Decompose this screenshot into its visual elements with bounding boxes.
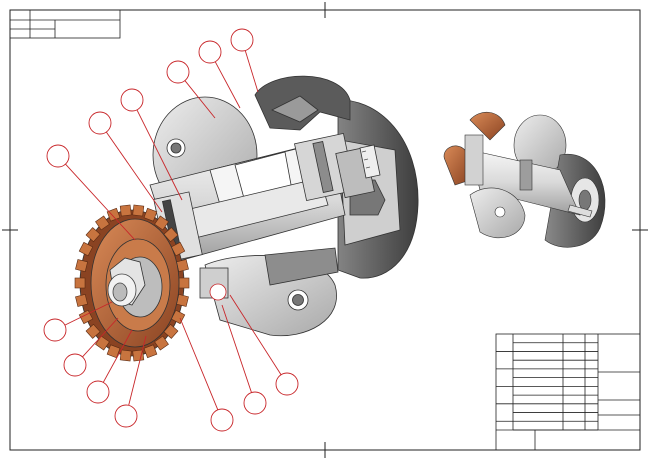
gear-tooth bbox=[154, 215, 169, 231]
balloon bbox=[86, 380, 110, 404]
main-assembly bbox=[74, 75, 419, 362]
corner-table bbox=[9, 9, 121, 39]
gear-tooth bbox=[132, 349, 145, 362]
balloon-leader bbox=[64, 301, 113, 326]
balloon bbox=[198, 40, 222, 64]
balloon-leader bbox=[105, 131, 163, 213]
balloon bbox=[120, 88, 144, 112]
thumb-gear-top bbox=[469, 112, 506, 141]
balloon-leader bbox=[184, 80, 216, 119]
balloon-leader bbox=[229, 294, 282, 375]
gear-tooth bbox=[106, 344, 121, 359]
balloon-leader bbox=[102, 329, 133, 383]
balloon bbox=[243, 391, 267, 415]
gear-teeth bbox=[74, 204, 190, 362]
balloon bbox=[46, 144, 70, 168]
balloon-leader bbox=[179, 317, 219, 410]
balloon-leader bbox=[214, 61, 241, 109]
gear-tooth bbox=[132, 204, 145, 217]
gear-tooth bbox=[143, 207, 158, 222]
gear-tooth bbox=[119, 349, 132, 362]
balloon-leader bbox=[65, 163, 136, 241]
balloon-leader bbox=[221, 304, 252, 393]
balloon-leader bbox=[244, 50, 259, 93]
sheet-border bbox=[2, 2, 648, 458]
gear-tooth bbox=[106, 207, 121, 222]
thumbnail-assembly bbox=[443, 112, 606, 248]
balloon bbox=[166, 60, 190, 84]
gear-tooth bbox=[85, 323, 101, 339]
right-bearing bbox=[294, 132, 381, 202]
gear-tooth bbox=[85, 227, 101, 243]
gear-tooth bbox=[75, 259, 88, 272]
gear-tooth bbox=[75, 294, 88, 307]
gear-tooth bbox=[178, 277, 190, 289]
balloon bbox=[88, 111, 112, 135]
spur-gear bbox=[74, 204, 190, 362]
balloon-callouts bbox=[43, 28, 299, 432]
balloon bbox=[210, 408, 234, 432]
gear-tooth bbox=[143, 344, 158, 359]
balloon-leader bbox=[82, 317, 119, 358]
gear-tooth bbox=[95, 335, 110, 351]
balloon bbox=[43, 318, 67, 342]
balloon-leader bbox=[128, 335, 147, 406]
balloon-leader bbox=[136, 109, 183, 201]
gear-tooth bbox=[78, 241, 94, 257]
gear-tooth bbox=[95, 215, 110, 231]
balloon bbox=[230, 28, 254, 52]
balloon bbox=[63, 353, 87, 377]
balloon bbox=[114, 404, 138, 428]
gear-tooth bbox=[154, 335, 169, 351]
balloon bbox=[275, 372, 299, 396]
gear-tooth bbox=[163, 323, 179, 339]
gear-tooth bbox=[119, 204, 132, 217]
gear-tooth bbox=[74, 277, 86, 289]
gear-tooth bbox=[163, 227, 179, 243]
title-block bbox=[495, 333, 641, 451]
